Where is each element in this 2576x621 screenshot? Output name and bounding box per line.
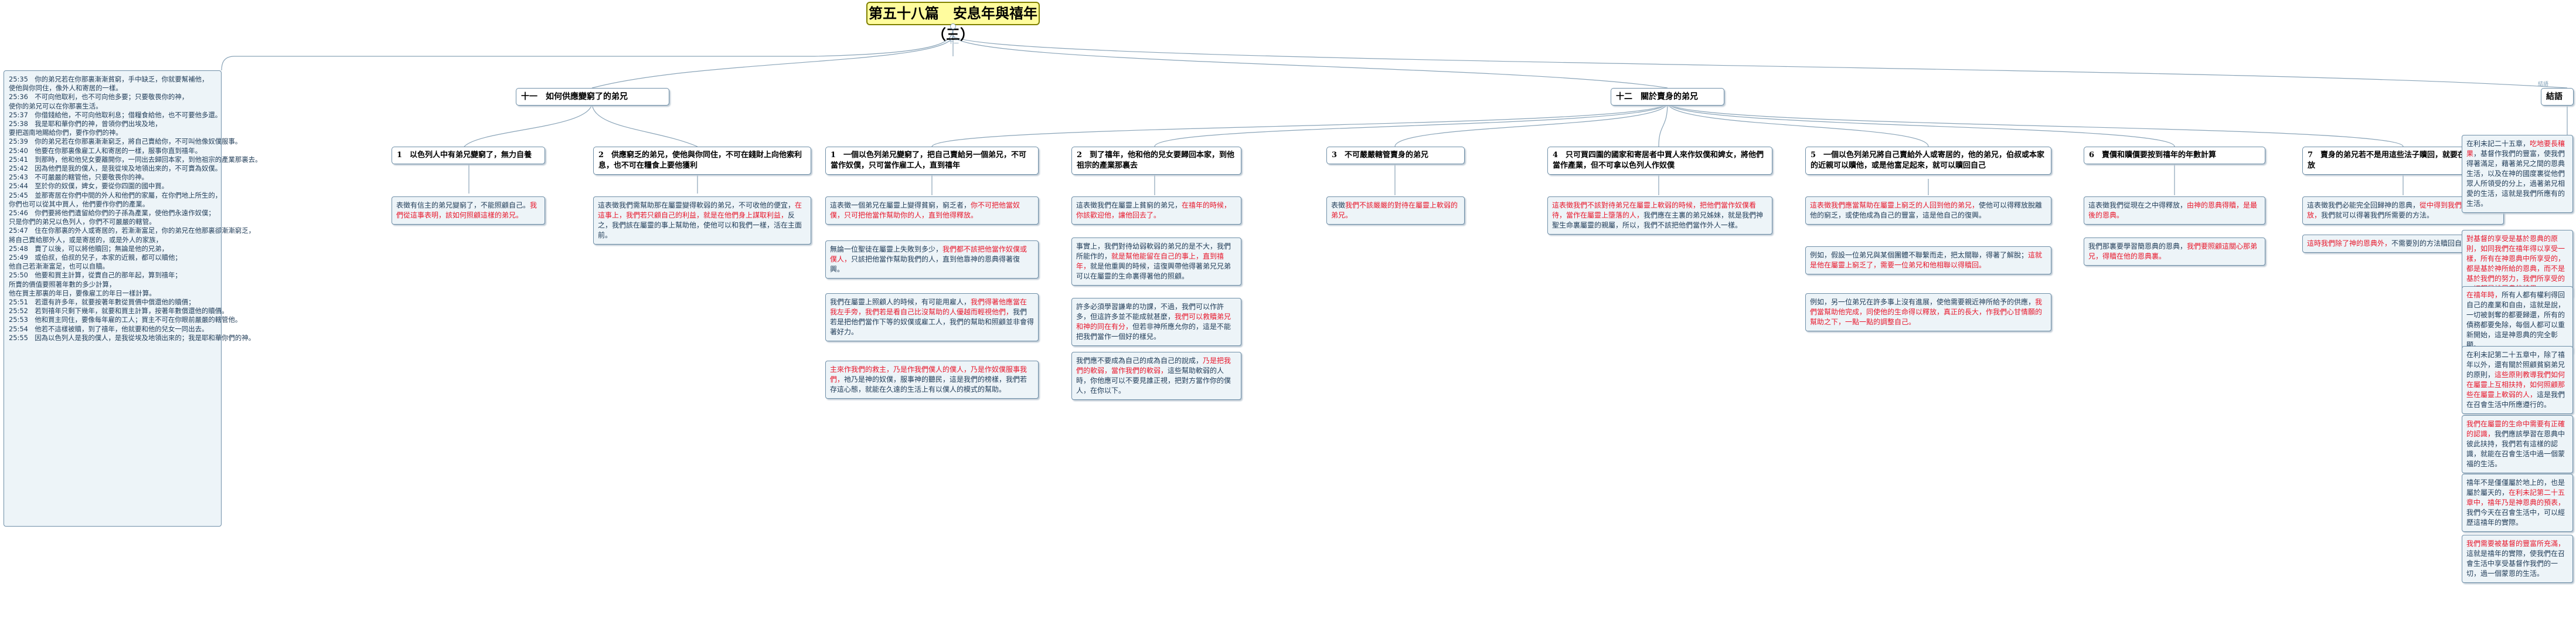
note-12-5c: 例如，另一位弟兄在許多事上沒有進展，使他需要親近神所給予的供應，我們當幫助他完成… <box>1805 293 2051 331</box>
note-12-6b: 我們那裏要學習簡恩典的恩典，我們要照顧這關心那弟兄，得贖在他的恩典裏。 <box>2084 237 2265 266</box>
note-12-5a: 這表徵我們應當幫助在屬靈上窮乏的人回到他的弟兄，使他可以得釋放脫離他的窮乏，或使… <box>1805 196 2051 225</box>
root-title: 第五十八篇 安息年與禧年（三） <box>869 5 1037 43</box>
note-12-2a: 這表徵我們在屬靈上貧窮的弟兄，在禧年的時候，你該歡迎他，讓他回去了。 <box>1071 196 1241 225</box>
sub-heading-11-1[interactable]: 1 以色列人中有弟兄變窮了，無力自養 <box>392 147 545 164</box>
sub-heading-12-3[interactable]: 3 不可嚴嚴轄管賣身的弟兄 <box>1326 147 1465 164</box>
note-11-2: 這表徵我們需幫助那在屬靈變得軟弱的弟兄，不可收他的便宜，在這事上，我們若只顧自己… <box>593 196 811 245</box>
sub-heading-12-5[interactable]: 5 一個以色列弟兄將自己賣給外人或寄居的，他的弟兄，伯叔或本家的近親可以贖他，或… <box>1805 147 2051 175</box>
note-12-1d: 主來作我們的救主，乃是作我們僕人的僕人，乃是作奴僕服事我們，祂乃是神的奴僕，服事… <box>825 361 1039 399</box>
note-conclusion-4: 在利未記第二十五章中，除了禧年以外，還有關於照顧貧窮弟兄的原則，這些原則教導我們… <box>2462 346 2573 414</box>
note-12-2c: 許多必須學習謙卑的功課，不過，我們可以作許多，但這許多並不能成就甚麼，我們可以救… <box>1071 298 1241 346</box>
sub-heading-12-1[interactable]: 1 一個以色列弟兄變窮了，把自己賣給另一個弟兄，不可當作奴僕，只可當作雇工人，直… <box>825 147 1039 175</box>
sub-heading-12-6[interactable]: 6 賣價和贖價要按到禧年的年數計算 <box>2084 147 2265 164</box>
note-11-1: 表徵有信主的弟兄變窮了，不能照顧自己。我們從這事表明，該如何照顧這樣的弟兄。 <box>392 196 545 225</box>
note-12-1c: 我們在屬靈上照顧人的時候，有可能用雇人，我們得著他應當在我左手旁，我們若是看自己… <box>825 293 1039 341</box>
sub-heading-12-4[interactable]: 4 只可買四圍的國家和寄居者中買人來作奴僕和婢女，將他們當作產業，但不可拿以色列… <box>1547 147 1772 175</box>
connector-label: 結語 <box>2538 82 2549 87</box>
scripture-verses-box: 25:35 你的弟兄若在你那裏漸漸貧窮，手中缺乏，你就要幫補他，使他與你同住，像… <box>4 70 262 527</box>
note-conclusion-7: 我們需要被基督的豐富所充滿，這就是禧年的實際，使我們在召會生活中享受基督作我們的… <box>2462 535 2573 583</box>
note-12-3a: 表徵我們不該嚴嚴的對待在屬靈上軟弱的弟兄。 <box>1326 196 1465 225</box>
collapse-toggle-icon[interactable] <box>950 23 956 29</box>
note-conclusion-3: 在禧年時，所有人都有權利得回自己的產業和自由，這就是說，一切被剝奪的都要歸還，所… <box>2462 286 2573 354</box>
note-12-1b: 無論一位聖徒在屬靈上失敗到多少，我們都不該把他當作奴僕或僕人，只該把他當作幫助我… <box>825 240 1039 279</box>
note-12-2d: 我們應不要成為自己的成為自己的說成，乃是把我們的軟弱，當作我們的軟弱，這些幫助軟… <box>1071 352 1241 400</box>
sub-heading-11-2[interactable]: 2 供應窮乏的弟兄，使他與你同住，不可在錢財上向他索利息，也不可在糧食上要他獲利 <box>593 147 811 175</box>
branch-supply-poor-brothers[interactable]: 十一 如何供應變窮了的弟兄 <box>516 88 669 106</box>
note-12-5b: 例如，假設一位弟兄與某個團體不聯繫而走，把太關聯，得著了解脫；這就是他在屬靈上窮… <box>1805 246 2051 274</box>
note-conclusion-5: 我們在屬靈的生命中需要有正確的認識，我們應該學習在恩典中彼此扶持，我們若有這樣的… <box>2462 415 2573 473</box>
connector-label: 十二 <box>948 39 959 45</box>
note-12-2b: 事實上，我們對待幼弱軟弱的弟兄的是不大，我們所能作的，就是幫他能留在自己的事上，… <box>1071 237 1241 286</box>
note-12-1a: 這表徵一個弟兄在屬靈上變得貧窮，窮乏者，你不可把他當奴僕，只可把他當作幫助你的人… <box>825 196 1039 225</box>
sub-heading-12-2[interactable]: 2 到了禧年，他和他的兒女要歸回本家，到他祖宗的產業那裏去 <box>1071 147 1241 175</box>
note-conclusion-1: 在利未記二十五章，吃地要長穰果，基督作我們的豐富，使我們得著滿足，藉著弟兄之間的… <box>2462 135 2573 213</box>
note-12-4a: 這表徵我們不該對待弟兄在屬靈上軟弱的時候，把他們當作奴僕看待，當作在屬靈上墮落的… <box>1547 196 1772 235</box>
note-12-6a: 這表徵我們從現在之中得釋放，由神的恩典得贖，是最後的恩典。 <box>2084 196 2265 225</box>
root-topic[interactable]: 第五十八篇 安息年與禧年（三） <box>866 2 1040 43</box>
branch-sold-brothers[interactable]: 十二 關於賣身的弟兄 <box>1611 88 1724 106</box>
branch-conclusion[interactable]: 結語 <box>2541 88 2574 106</box>
note-conclusion-6: 禧年不是僅僅屬於地上的，也是屬於屬天的，在利未記第二十五章中，禧年乃是神恩典的預… <box>2462 474 2573 532</box>
